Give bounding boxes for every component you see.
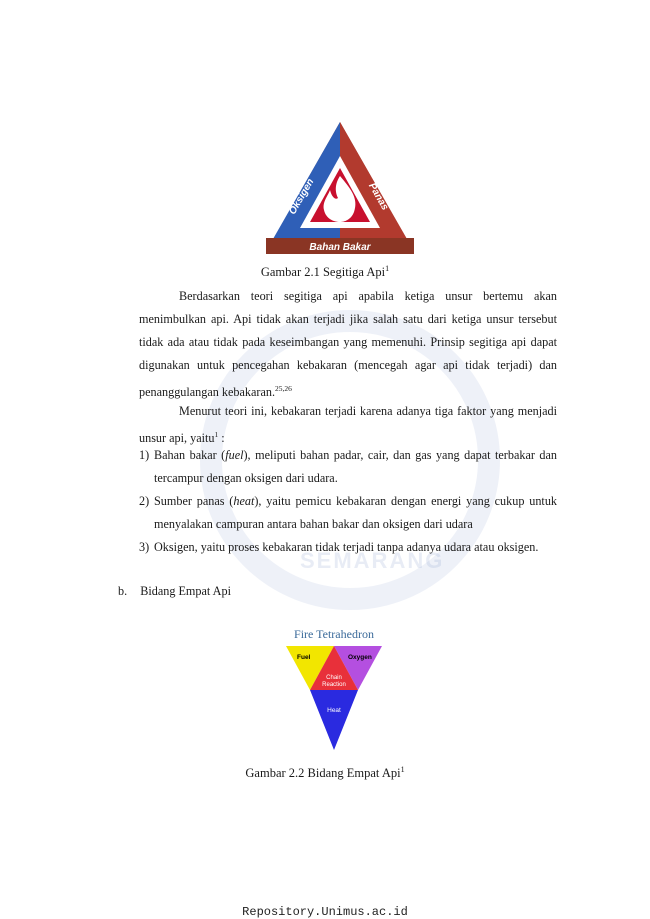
list-text-post: ), meliputi bahan padar, cair, dan gas y…: [154, 448, 557, 485]
list-text-italic: fuel: [225, 448, 244, 462]
list-text-italic: heat: [233, 494, 255, 508]
label-oxygen: Oxygen: [348, 654, 372, 661]
paragraph-2-citation: 1: [214, 430, 219, 439]
paragraph-2-text: Menurut teori ini, kebakaran terjadi kar…: [139, 404, 557, 446]
list-item-text: Bahan bakar (fuel), meliputi bahan padar…: [139, 444, 557, 490]
list-item-oxygen: 3) Oksigen, yaitu proses kebakaran tidak…: [139, 536, 557, 559]
list-number: 3): [139, 540, 150, 554]
label-fuel: Fuel: [297, 654, 311, 661]
list-text-post: ), yaitu pemicu kebakaran dengan energi …: [154, 494, 557, 531]
oxygen-face: [334, 646, 382, 690]
chain-reaction-face: [310, 646, 358, 690]
paragraph-1-text: Berdasarkan teori segitiga api apabila k…: [139, 289, 557, 400]
list-number: 2): [139, 494, 150, 508]
label-heat: Heat: [327, 707, 341, 714]
list-item-text: Sumber panas (heat), yaitu pemicu kebaka…: [139, 490, 557, 536]
figure2-caption-sup: 1: [400, 765, 405, 774]
paragraph-1-citation: 25,26: [275, 384, 292, 393]
section-heading-b: b. Bidang Empat Api: [118, 583, 231, 599]
fire-triangle-figure: Bahan Bakar Oksigen Panas: [266, 122, 414, 254]
list-item-text: Oksigen, yaitu proses kebakaran tidak te…: [139, 536, 557, 559]
figure2-caption: Gambar 2.2 Bidang Empat Api1: [0, 765, 650, 781]
list-item-fuel: 1) Bahan bakar (fuel), meliputi bahan pa…: [139, 444, 557, 490]
label-chain: Chain: [326, 675, 342, 681]
paragraph-teori: Menurut teori ini, kebakaran terjadi kar…: [139, 400, 557, 450]
list-text-pre: Bahan bakar (: [154, 448, 226, 462]
list-text-pre: Sumber panas (: [154, 494, 234, 508]
paragraph-segitiga-api: Berdasarkan teori segitiga api apabila k…: [139, 285, 557, 404]
list-number: 1): [139, 448, 150, 462]
figure1-caption-text: Gambar 2.1 Segitiga Api: [260, 265, 386, 280]
triangle-bottom-band: [266, 238, 414, 254]
fire-tetrahedron-figure: Fire Tetrahedron Fuel Oxygen Chain React…: [286, 627, 382, 750]
figure2-caption-text: Gambar 2.2 Bidang Empat Api: [245, 766, 401, 781]
footer-repository: Repository.Unimus.ac.id: [242, 905, 408, 919]
list-text-pre: Oksigen, yaitu proses kebakaran tidak te…: [154, 540, 539, 554]
tetrahedron-title: Fire Tetrahedron: [294, 627, 374, 641]
label-reaction: Reaction: [322, 682, 346, 688]
section-title: Bidang Empat Api: [140, 584, 231, 598]
figure1-caption: Gambar 2.1 Segitiga Api1: [0, 264, 650, 280]
paragraph-2-tail: :: [218, 431, 225, 446]
watermark-text: SEMARANG: [300, 548, 445, 573]
flame-icon: [323, 176, 356, 222]
heat-face: [310, 690, 358, 750]
label-bahan-bakar: Bahan Bakar: [309, 242, 371, 253]
fuel-face: [286, 646, 334, 690]
list-item-heat: 2) Sumber panas (heat), yaitu pemicu keb…: [139, 490, 557, 536]
section-label: b.: [118, 584, 128, 598]
figure1-caption-sup: 1: [385, 264, 390, 273]
